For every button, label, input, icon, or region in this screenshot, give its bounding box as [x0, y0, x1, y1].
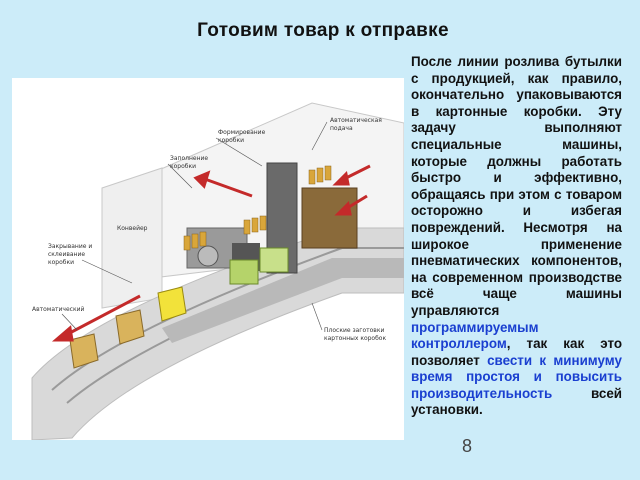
page-number: 8 [462, 436, 473, 456]
slide-title: Готовим товар к отправке [197, 20, 449, 41]
body-text-part-3: всей установки. [411, 385, 622, 418]
label-conveyor: Конвейер [117, 225, 148, 232]
body-text-part-2: , так как это позволяет [411, 336, 622, 368]
label-auto-out: Автоматический [32, 306, 84, 313]
body-text-part-1: После линии розлива бутылки с продукцией… [411, 54, 622, 318]
body-text: После линии розлива бутылки с продукцией… [411, 54, 622, 419]
downtime-highlight: свести к минимуму время простоя и повыси… [411, 352, 622, 401]
plc-highlight: программируемым контроллером [411, 319, 539, 352]
